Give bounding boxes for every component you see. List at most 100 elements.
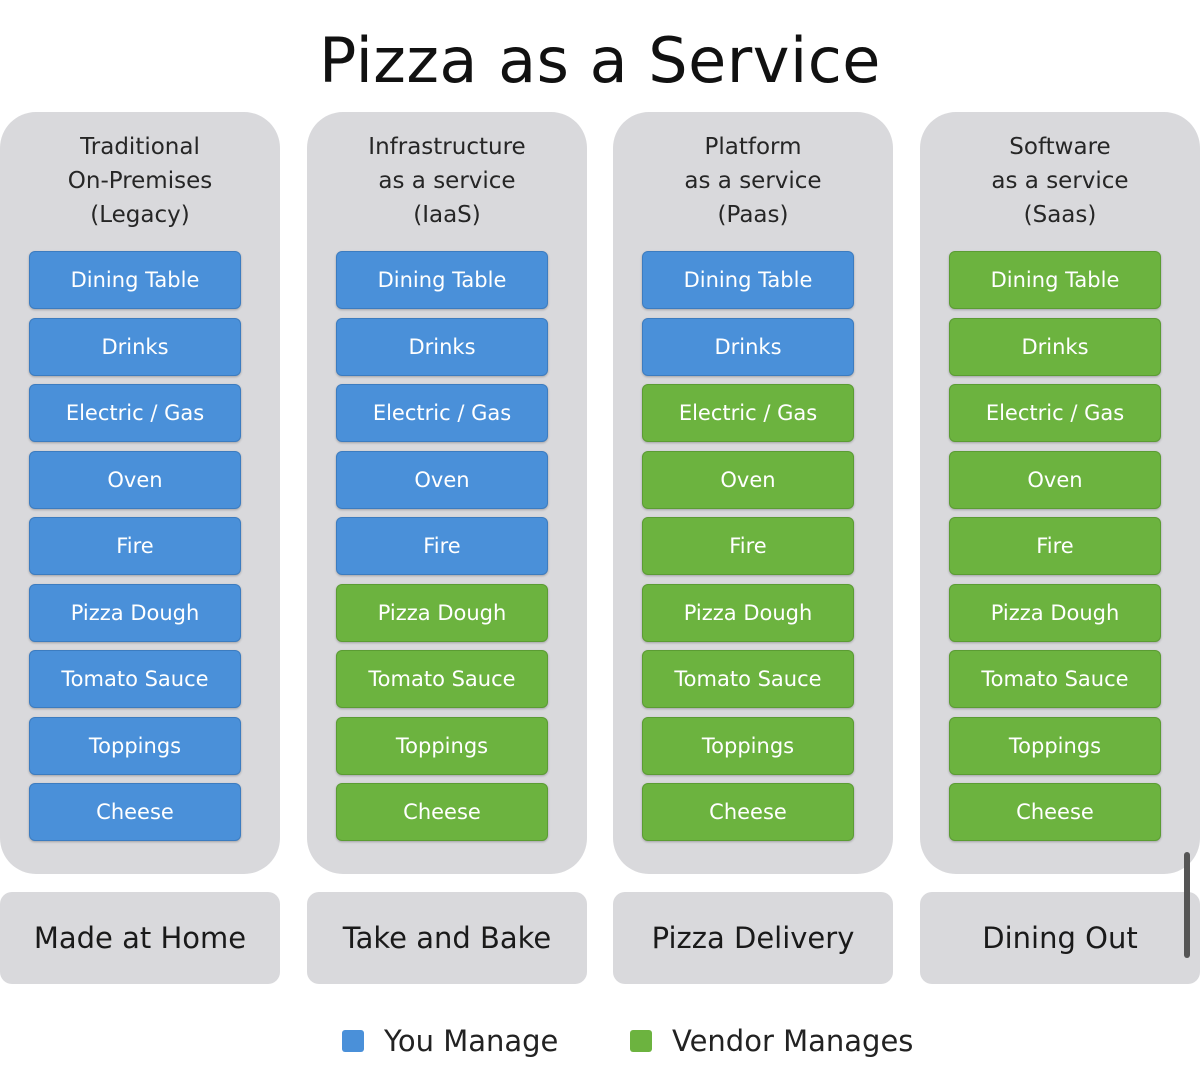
stack-item-label: Cheese	[403, 800, 481, 824]
stack-item: Dining Table	[949, 251, 1161, 309]
stack-item: Cheese	[29, 783, 241, 841]
stack-item: Electric / Gas	[642, 384, 854, 442]
column-heading-line: (Saas)	[1023, 202, 1097, 228]
you-manage-swatch	[342, 1030, 364, 1052]
stack-item-label: Pizza Dough	[683, 600, 813, 625]
legend-vendor-manages: Vendor Manages	[630, 1018, 913, 1064]
column-heading-line: (Legacy)	[90, 202, 190, 228]
stack-item: Drinks	[949, 317, 1161, 376]
stack-item-label: Dining Table	[377, 268, 507, 292]
stack-item: Electric / Gas	[29, 384, 241, 442]
column-heading-line: Platform	[704, 134, 802, 160]
stack-item: Fire	[29, 517, 241, 575]
stack-item: Tomato Sauce	[29, 650, 241, 708]
column-heading-line: Software	[1009, 134, 1111, 160]
stack-item-label: Electric / Gas	[372, 401, 512, 425]
stack-item-label: Oven	[720, 467, 776, 492]
stack-item-label: Toppings	[701, 733, 795, 758]
diagram-title: Pizza as a Service	[319, 24, 881, 97]
column-heading-line: as a service	[378, 168, 516, 194]
stack-item-label: Cheese	[709, 800, 787, 824]
stack-item: Drinks	[642, 317, 854, 376]
stack-item-label: Fire	[116, 534, 154, 558]
stack-item: Cheese	[949, 783, 1161, 841]
column-heading: Infrastructure as a service (IaaS)	[307, 130, 587, 232]
stack-item: Tomato Sauce	[949, 650, 1161, 708]
stack-item-label: Electric / Gas	[985, 401, 1125, 425]
stack-item: Tomato Sauce	[336, 650, 548, 708]
column-heading-line: On-Premises	[67, 168, 213, 194]
stack-item-label: Tomato Sauce	[61, 667, 209, 691]
stack-item: Oven	[949, 450, 1161, 509]
stack-item-label: Dining Table	[990, 268, 1120, 292]
stack-item-label: Drinks	[714, 334, 782, 359]
stack-item: Pizza Dough	[336, 583, 548, 642]
stack-item: Toppings	[29, 716, 241, 775]
stack-item-label: Electric / Gas	[678, 401, 818, 425]
vendor-manages-swatch	[630, 1030, 652, 1052]
stack-item-label: Electric / Gas	[65, 401, 205, 425]
column-footer: Made at Home	[0, 892, 280, 984]
stack-item: Pizza Dough	[949, 583, 1161, 642]
stack-item-label: Fire	[423, 534, 461, 558]
column-footer: Pizza Delivery	[613, 892, 893, 984]
stack-item-label: Pizza Dough	[990, 600, 1120, 625]
stack-item-label: Dining Table	[70, 268, 200, 292]
stack-item: Oven	[642, 450, 854, 509]
column-heading-line: (IaaS)	[413, 202, 481, 228]
stack-item: Drinks	[336, 317, 548, 376]
stack-item: Pizza Dough	[29, 583, 241, 642]
stack-item: Toppings	[642, 716, 854, 775]
column-heading-line: (Paas)	[717, 202, 789, 228]
stack-item: Toppings	[336, 716, 548, 775]
legend-you-manage: You Manage	[342, 1018, 558, 1064]
stack-item-label: Oven	[414, 467, 470, 492]
stack-item-label: Fire	[729, 534, 767, 558]
stack-item-label: Pizza Dough	[70, 600, 200, 625]
column-heading-line: as a service	[684, 168, 822, 194]
stack-item: Dining Table	[29, 251, 241, 309]
column-2: Infrastructure as a service (IaaS) Dining T…	[307, 112, 587, 874]
legend-vendor-manages-label: Vendor Manages	[672, 1024, 914, 1058]
stack-item: Tomato Sauce	[642, 650, 854, 708]
stack-item: Electric / Gas	[949, 384, 1161, 442]
stack-item: Drinks	[29, 317, 241, 376]
stack-item: Fire	[642, 517, 854, 575]
legend-you-manage-label: You Manage	[384, 1024, 559, 1058]
stack-item-label: Dining Table	[683, 268, 813, 292]
stack-item-label: Toppings	[88, 733, 182, 758]
stack-item-label: Toppings	[395, 733, 489, 758]
stack-item: Toppings	[949, 716, 1161, 775]
stack-item-label: Cheese	[96, 800, 174, 824]
column-heading-line: as a service	[991, 168, 1129, 194]
column-heading-line: Infrastructure	[368, 134, 526, 160]
stack-item: Fire	[336, 517, 548, 575]
column-heading-line: Traditional	[80, 134, 200, 160]
stack-item-label: Drinks	[1021, 334, 1089, 359]
stack-item-label: Tomato Sauce	[368, 667, 516, 691]
stack-item-label: Drinks	[101, 334, 169, 359]
stack-item: Oven	[336, 450, 548, 509]
stack-item-label: Tomato Sauce	[674, 667, 822, 691]
stack-item-label: Oven	[1027, 467, 1083, 492]
stack-item: Cheese	[642, 783, 854, 841]
scrollbar[interactable]	[1184, 852, 1190, 958]
stack-item-label: Pizza Dough	[377, 600, 507, 625]
stack-item: Electric / Gas	[336, 384, 548, 442]
stack-item: Dining Table	[336, 251, 548, 309]
stack-item: Fire	[949, 517, 1161, 575]
stack-item: Dining Table	[642, 251, 854, 309]
stack-item: Oven	[29, 450, 241, 509]
stack-item-label: Drinks	[408, 334, 476, 359]
stack-item: Pizza Dough	[642, 583, 854, 642]
stack-item-label: Fire	[1036, 534, 1074, 558]
column-heading: Platform as a service (Paas)	[613, 130, 893, 232]
column-footer: Take and Bake	[307, 892, 587, 984]
stack-item-label: Toppings	[1008, 733, 1102, 758]
stack-item-label: Cheese	[1016, 800, 1094, 824]
